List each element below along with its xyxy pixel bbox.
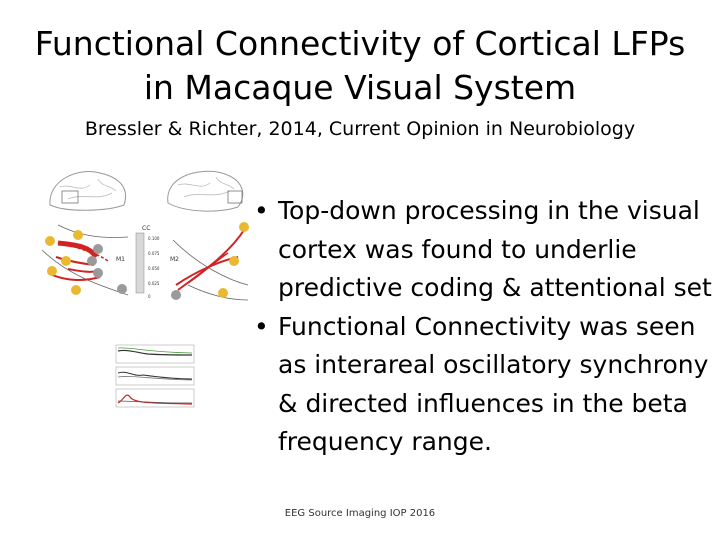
brain-sulci-left — [59, 178, 117, 200]
bullet-1-line-2: cortex was found to underlie — [278, 234, 637, 264]
area-boundary-left-2 — [57, 224, 129, 238]
arrow-right-2 — [175, 256, 239, 286]
roi-box-left — [61, 190, 79, 204]
scale-tick-3: 0.050 — [148, 266, 160, 271]
node-gray — [93, 244, 103, 254]
brain-outline-left — [49, 171, 126, 211]
node-yellow — [47, 266, 57, 276]
arrow-right-3 — [187, 252, 229, 284]
node-yellow — [45, 236, 55, 246]
bullet-item-2: • Functional Connectivity was seen as in… — [252, 308, 720, 462]
timeseries-plot-3 — [115, 388, 195, 408]
scale-label-cc: CC — [142, 225, 150, 232]
panel-label-m1: M1 — [116, 256, 125, 263]
arrow-left-dashed — [67, 244, 109, 262]
area-boundary-right-2 — [187, 284, 249, 301]
node-yellow — [239, 222, 249, 232]
area-boundary-right — [172, 239, 249, 286]
node-yellow — [218, 288, 228, 298]
bullet-dot-icon: • — [254, 311, 269, 341]
roi-box-right — [227, 190, 243, 204]
brain-outline-right — [167, 170, 244, 212]
citation-subtitle: Bressler & Richter, 2014, Current Opinio… — [84, 118, 636, 140]
node-gray — [117, 284, 127, 294]
bullet-2-line-4: frequency range. — [278, 427, 492, 456]
title-line-2: in Macaque Visual System — [143, 68, 577, 107]
arrow-left-thick — [57, 240, 99, 259]
node-yellow — [71, 285, 81, 295]
node-yellow — [73, 230, 83, 240]
connectivity-figure: M1 M2 CC 0.100 0.075 0.050 0.025 0 — [41, 170, 249, 408]
node-yellow — [61, 256, 71, 266]
bullet-item-1: • Top-down processing in the visual cort… — [252, 192, 720, 308]
bullet-list: • Top-down processing in the visual cort… — [252, 192, 720, 462]
node-yellow — [229, 256, 239, 266]
bullet-2-line-1: Functional Connectivity was seen — [278, 311, 696, 341]
panel-label-m2: M2 — [170, 256, 179, 263]
node-gray — [93, 268, 103, 278]
bullet-2-line-2: as interareal oscillatory synchrony — [278, 350, 709, 379]
title-line-1: Functional Connectivity of Cortical LFPs — [34, 24, 686, 63]
timeseries-plot-1 — [115, 344, 195, 364]
scale-bar — [135, 232, 145, 294]
scale-tick-2: 0.075 — [148, 251, 160, 256]
bullet-dot-icon: • — [254, 196, 269, 225]
scale-tick-5: 0 — [148, 294, 151, 299]
scale-tick-1: 0.100 — [148, 236, 160, 241]
bullet-1-line-1: Top-down processing in the visual — [278, 196, 700, 225]
bullet-2-line-3: & directed influences in the beta — [278, 388, 688, 418]
brain-sulci-right — [177, 176, 235, 198]
slide-footer: EEG Source Imaging IOP 2016 — [284, 508, 436, 519]
slide-title: Functional Connectivity of Cortical LFPs… — [0, 22, 720, 110]
timeseries-plot-2 — [115, 366, 195, 386]
node-gray — [171, 290, 181, 300]
scale-tick-4: 0.025 — [148, 281, 160, 286]
bullet-1-line-3: predictive coding & attentional set — [278, 273, 712, 302]
node-gray — [87, 256, 97, 266]
